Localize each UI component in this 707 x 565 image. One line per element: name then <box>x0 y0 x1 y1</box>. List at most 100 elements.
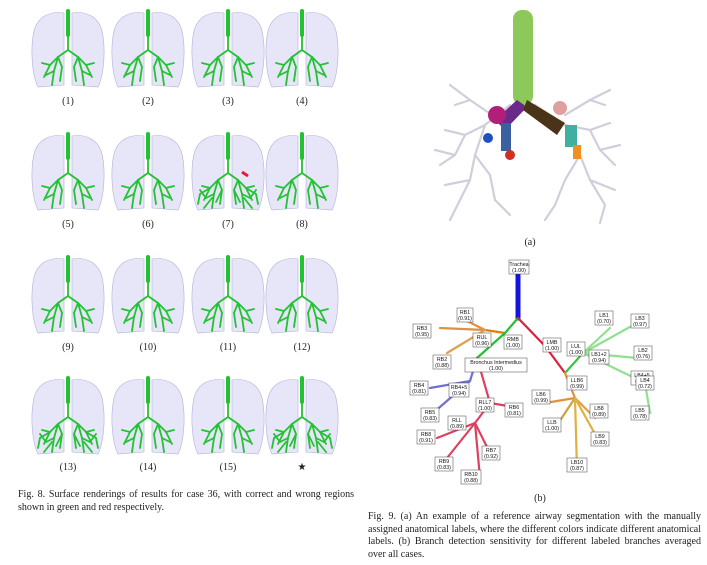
tree-node-name: RB3 <box>417 326 427 332</box>
tree-node-name: LLB <box>547 420 557 426</box>
tree-node-value: (0.78) <box>633 414 647 420</box>
tree-node-name: LB1 <box>599 313 608 319</box>
tree-node-name: LB9 <box>595 434 604 440</box>
tree-node-value: (0.89) <box>592 412 606 418</box>
thumbnail-label: (11) <box>219 342 237 353</box>
tree-node-value: (0.94) <box>452 391 466 397</box>
lung-rendering-thumbnail <box>28 128 108 213</box>
tree-node-name: RB4 <box>414 383 424 389</box>
rmb-segment <box>495 100 527 130</box>
tree-node-lb10: LB10(0.87) <box>566 457 588 473</box>
lung-rendering-thumbnail <box>108 251 188 336</box>
tree-node-lmb: LMB(1.00) <box>542 337 562 353</box>
thumbnail-label: (6) <box>142 219 154 230</box>
lung-rendering-thumbnail <box>188 372 268 457</box>
tree-node-name: LB2 <box>638 348 647 354</box>
tree-node-value: (0.81) <box>507 411 521 417</box>
tree-node-name: LB8 <box>594 406 603 412</box>
thumbnail-label: (13) <box>59 462 77 473</box>
thumbnail-label: ★ <box>297 462 307 473</box>
lung-rendering-thumbnail <box>262 251 342 336</box>
tree-node-name: LUL <box>571 344 581 350</box>
tree-node-value: (0.87) <box>570 466 584 472</box>
tree-node-lb1: LB1(0.70) <box>594 310 614 326</box>
lung-rendering-thumbnail <box>108 372 188 457</box>
tree-node-name: RB9 <box>439 459 449 465</box>
tree-node-value: (0.92) <box>484 454 498 460</box>
tree-node-value: (0.89) <box>450 424 464 430</box>
fig9b-label: (b) <box>534 493 546 504</box>
lul-segment <box>553 101 567 115</box>
tree-node-name: Trachea <box>509 262 528 268</box>
tree-node-value: (0.88) <box>464 478 478 484</box>
thumbnail-label: (8) <box>296 219 308 230</box>
tree-node-name: RUL <box>477 335 488 341</box>
thumbnail-label: (1) <box>62 96 74 107</box>
tree-node-value: (0.99) <box>534 398 548 404</box>
tree-node-value: (1.00) <box>545 426 559 432</box>
thumbnail-label: (10) <box>139 342 157 353</box>
lung-rendering-thumbnail <box>108 128 188 213</box>
lung-rendering-thumbnail <box>28 5 108 90</box>
tree-node-value: (0.99) <box>570 384 584 390</box>
airway-segmentation-rendering <box>433 10 622 225</box>
tree-node-rb4-5: RB4+5(0.94) <box>448 382 470 398</box>
lung-rendering-thumbnail <box>262 372 342 457</box>
tree-node-value: (0.96) <box>475 341 489 347</box>
tree-node-name: RB8 <box>421 432 431 438</box>
tree-node-value: (0.97) <box>633 322 647 328</box>
tree-node-trachea: Trachea(1.00) <box>508 259 530 275</box>
tree-node-name: LB1+2 <box>591 352 607 358</box>
tree-node-name: Bronchus Intermedius <box>470 360 522 366</box>
tree-node-name: LLB6 <box>571 378 583 384</box>
tree-node-value: (0.76) <box>636 354 650 360</box>
tree-node-value: (0.72) <box>638 384 652 390</box>
airway-label-tree: Trachea(1.00)RB1(0.91)RB3(0.95)RUL(0.96)… <box>409 259 655 485</box>
tree-node-lb9: LB9(0.83) <box>590 431 610 447</box>
lung-rendering-thumbnail <box>188 128 268 213</box>
lung-rendering-thumbnail <box>28 372 108 457</box>
thumbnail-label: (5) <box>62 219 74 230</box>
tree-node-lb1-2: LB1+2(0.94) <box>588 349 610 365</box>
tree-node-value: (0.95) <box>415 332 429 338</box>
tree-node-value: (0.91) <box>419 438 433 444</box>
tree-node-value: (0.81) <box>412 389 426 395</box>
tree-node-name: RLL <box>452 418 462 424</box>
tree-node-name: LMB <box>547 340 558 346</box>
tree-node-lul: LUL(1.00) <box>566 341 586 357</box>
tree-node-lb3: LB3(0.97) <box>630 313 650 329</box>
tree-node-value: (0.83) <box>437 465 451 471</box>
trachea-segment <box>513 10 533 105</box>
tree-node-rll: RLL(0.89) <box>447 415 467 431</box>
tree-node-bronchus-intermedius: Bronchus Intermedius(1.00) <box>464 357 528 373</box>
tree-node-value: (0.88) <box>435 363 449 369</box>
tree-node-rb10: RB10(0.88) <box>460 469 482 485</box>
fig9-caption: Fig. 9. (a) An example of a reference ai… <box>368 511 701 560</box>
thumbnail-label: (7) <box>222 219 234 230</box>
tree-node-lb5: LB5(0.78) <box>630 405 650 421</box>
tree-node-value: (1.00) <box>478 406 492 412</box>
tree-node-rb2: RB2(0.88) <box>432 354 452 370</box>
tree-node-rb7: RB7(0.92) <box>481 445 501 461</box>
tree-node-name: RB7 <box>486 448 496 454</box>
thumbnail-label: (15) <box>219 462 237 473</box>
fig9a-label: (a) <box>524 237 536 248</box>
bronchus-intermedius-segment <box>501 123 511 151</box>
tree-node-value: (1.00) <box>489 366 503 372</box>
tree-node-name: LB6 <box>536 392 545 398</box>
tree-node-name: RB6 <box>509 405 519 411</box>
tree-node-value: (0.83) <box>593 440 607 446</box>
tree-node-value: (0.94) <box>592 358 606 364</box>
thumbnail-label: (3) <box>222 96 234 107</box>
tree-node-name: LB5 <box>635 408 644 414</box>
thumbnail-label: (4) <box>296 96 308 107</box>
tree-node-name: LB10 <box>571 460 583 466</box>
lung-rendering-thumbnail <box>262 128 342 213</box>
tree-node-name: LB4 <box>640 378 649 384</box>
thumbnail-label: (2) <box>142 96 154 107</box>
tree-node-name: RMB <box>507 337 519 343</box>
tree-node-value: (0.91) <box>458 316 472 322</box>
tree-node-value: (0.83) <box>423 416 437 422</box>
tree-node-rmb: RMB(1.00) <box>503 334 523 350</box>
llb-segment <box>565 125 577 147</box>
